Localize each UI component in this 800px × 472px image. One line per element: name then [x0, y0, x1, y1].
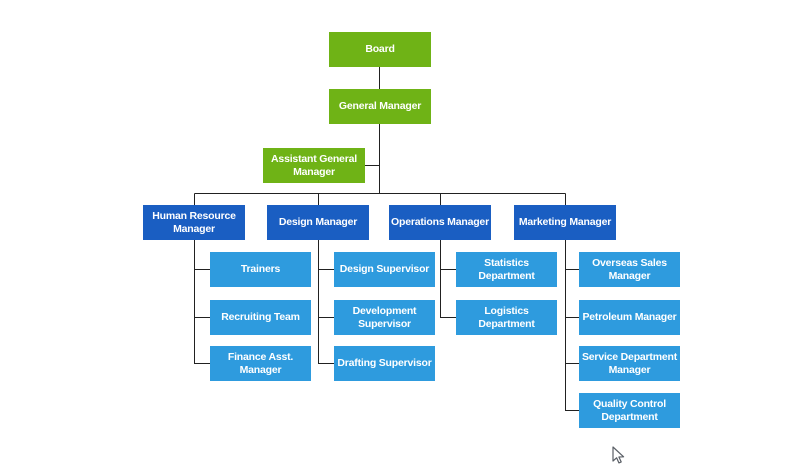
node-assistant-general-manager[interactable]: Assistant General Manager [263, 148, 365, 183]
node-development-supervisor[interactable]: Development Supervisor [334, 300, 435, 335]
mouse-cursor-icon [612, 446, 625, 464]
node-overseas-sales-manager[interactable]: Overseas Sales Manager [579, 252, 680, 287]
node-petroleum-manager[interactable]: Petroleum Manager [579, 300, 680, 335]
node-marketing-manager[interactable]: Marketing Manager [514, 205, 616, 240]
node-logistics-department[interactable]: Logistics Department [456, 300, 557, 335]
node-trainers[interactable]: Trainers [210, 252, 311, 287]
node-design-supervisor[interactable]: Design Supervisor [334, 252, 435, 287]
node-drafting-supervisor[interactable]: Drafting Supervisor [334, 346, 435, 381]
node-operations-manager[interactable]: Operations Manager [389, 205, 491, 240]
node-service-department-manager[interactable]: Service Department Manager [579, 346, 680, 381]
node-quality-control-department[interactable]: Quality Control Department [579, 393, 680, 428]
node-board[interactable]: Board [329, 32, 431, 67]
node-human-resource-manager[interactable]: Human Resource Manager [143, 205, 245, 240]
node-finance-asst-manager[interactable]: Finance Asst. Manager [210, 346, 311, 381]
node-recruiting-team[interactable]: Recruiting Team [210, 300, 311, 335]
node-design-manager[interactable]: Design Manager [267, 205, 369, 240]
node-statistics-department[interactable]: Statistics Department [456, 252, 557, 287]
node-general-manager[interactable]: General Manager [329, 89, 431, 124]
